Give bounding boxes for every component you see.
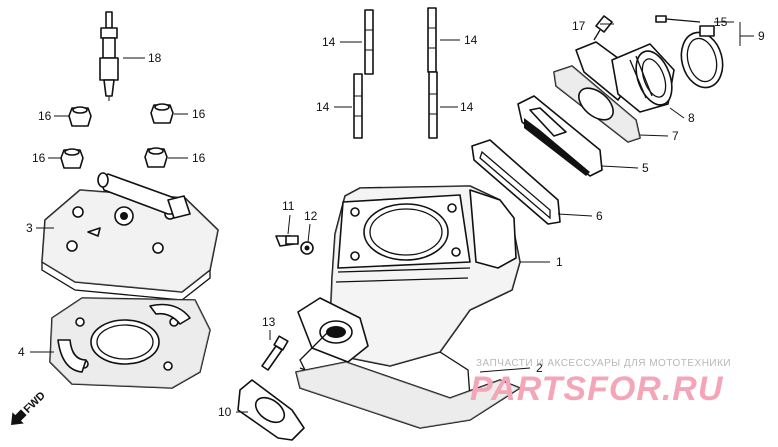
callout-10: 10 [218, 405, 232, 419]
bolt-13 [261, 335, 289, 371]
callout-14-d: 14 [460, 100, 474, 114]
reed-valve [517, 95, 603, 177]
base-gasket [295, 361, 521, 429]
callout-18: 18 [148, 51, 162, 65]
stud-upper-left [364, 9, 374, 75]
callout-12: 12 [304, 209, 318, 223]
callout-14-a: 14 [322, 35, 336, 49]
intake-pipe [575, 41, 675, 113]
clamp-screw-15 [655, 15, 701, 23]
arrow-icon [11, 409, 27, 425]
bolt-11 [275, 235, 299, 247]
callout-3: 3 [26, 221, 33, 235]
callout-7: 7 [672, 129, 679, 143]
callout-8: 8 [688, 111, 695, 125]
callout-16-b: 16 [192, 107, 206, 121]
screw-17 [593, 15, 613, 41]
watermark-brand: PARTSFOR.RU [470, 370, 724, 408]
callout-14-c: 14 [316, 100, 330, 114]
cylinder-block [297, 185, 521, 415]
callout-5: 5 [642, 161, 649, 175]
head-gasket [49, 297, 211, 389]
stud-lower-left [353, 73, 363, 139]
leader-lines [30, 21, 754, 413]
callout-16-c: 16 [32, 151, 46, 165]
cap-nut-bottom-right [144, 147, 168, 168]
stud-upper-right [427, 7, 437, 73]
callout-9: 9 [758, 29, 765, 43]
spark-plug [99, 11, 119, 101]
callout-2: 2 [536, 361, 543, 375]
callout-17: 17 [572, 19, 586, 33]
callout-labels: 18 16 16 16 16 3 4 10 13 11 12 1 2 6 5 7… [18, 15, 765, 419]
callout-15: 15 [714, 15, 728, 29]
washer-12 [300, 241, 314, 255]
watermark: ЗАПЧАСТИ И АКСЕССУАРЫ ДЛЯ МОТОТЕХНИКИ PA… [470, 358, 731, 408]
watermark-tagline: ЗАПЧАСТИ И АКСЕССУАРЫ ДЛЯ МОТОТЕХНИКИ [476, 358, 731, 369]
exhaust-gasket [237, 379, 305, 441]
callout-4: 4 [18, 345, 25, 359]
fwd-direction-marker: FWD [11, 390, 48, 425]
callout-11: 11 [282, 199, 295, 213]
reed-gasket [471, 139, 561, 225]
cap-nut-bottom-left [60, 148, 84, 169]
stud-lower-right [428, 71, 438, 139]
callout-6: 6 [596, 209, 603, 223]
callout-16-a: 16 [38, 109, 52, 123]
callout-16-d: 16 [192, 151, 206, 165]
fwd-label: FWD [22, 390, 48, 416]
cylinder-head [41, 172, 219, 301]
cap-nut-top-left [68, 106, 92, 127]
callout-1: 1 [556, 255, 563, 269]
hose-clamp [680, 25, 724, 89]
cap-nut-top-right [150, 103, 174, 124]
callout-14-b: 14 [464, 33, 478, 47]
callout-13: 13 [262, 315, 276, 329]
intake-gasket [553, 65, 641, 143]
